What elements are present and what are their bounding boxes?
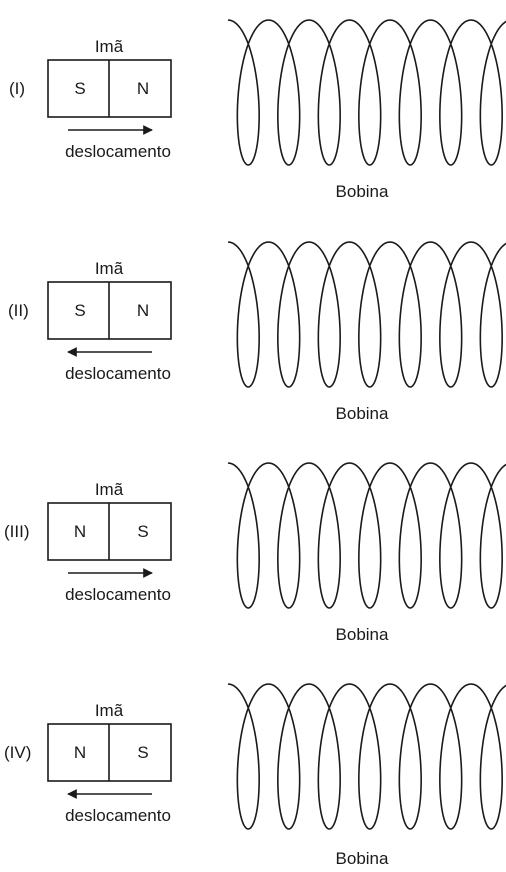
panel-tag: (III) [4, 522, 30, 541]
coil-label: Bobina [336, 625, 389, 644]
panel-i: Imã S N (I) deslocamento Bobina [9, 19, 506, 201]
panel-tag: (I) [9, 79, 25, 98]
left-pole-label: N [74, 522, 86, 541]
coil [227, 19, 506, 166]
coil-wire [227, 462, 506, 609]
coil-label: Bobina [336, 849, 389, 868]
coil-label: Bobina [336, 182, 389, 201]
displacement-label: deslocamento [65, 585, 171, 604]
coil [227, 462, 506, 609]
right-pole-label: N [137, 301, 149, 320]
coil-wire [227, 241, 506, 388]
magnet-label: Imã [95, 701, 124, 720]
left-pole-label: S [74, 301, 85, 320]
panel-ii: Imã S N (II) deslocamento Bobina [8, 241, 506, 423]
displacement-label: deslocamento [65, 142, 171, 161]
magnet-label: Imã [95, 480, 124, 499]
coil-wire [227, 683, 506, 830]
coil-wire [227, 19, 506, 166]
left-pole-label: N [74, 743, 86, 762]
panel-iv: Imã N S (IV) deslocamento Bobina [4, 683, 506, 868]
right-pole-label: N [137, 79, 149, 98]
coil [227, 241, 506, 388]
displacement-label: deslocamento [65, 806, 171, 825]
coil-label: Bobina [336, 404, 389, 423]
panel-tag: (IV) [4, 743, 31, 762]
displacement-label: deslocamento [65, 364, 171, 383]
coil [227, 683, 506, 830]
left-pole-label: S [74, 79, 85, 98]
right-pole-label: S [137, 743, 148, 762]
magnet-label: Imã [95, 259, 124, 278]
panel-tag: (II) [8, 301, 29, 320]
panel-iii: Imã N S (III) deslocamento Bobina [4, 462, 506, 644]
magnet-label: Imã [95, 37, 124, 56]
right-pole-label: S [137, 522, 148, 541]
